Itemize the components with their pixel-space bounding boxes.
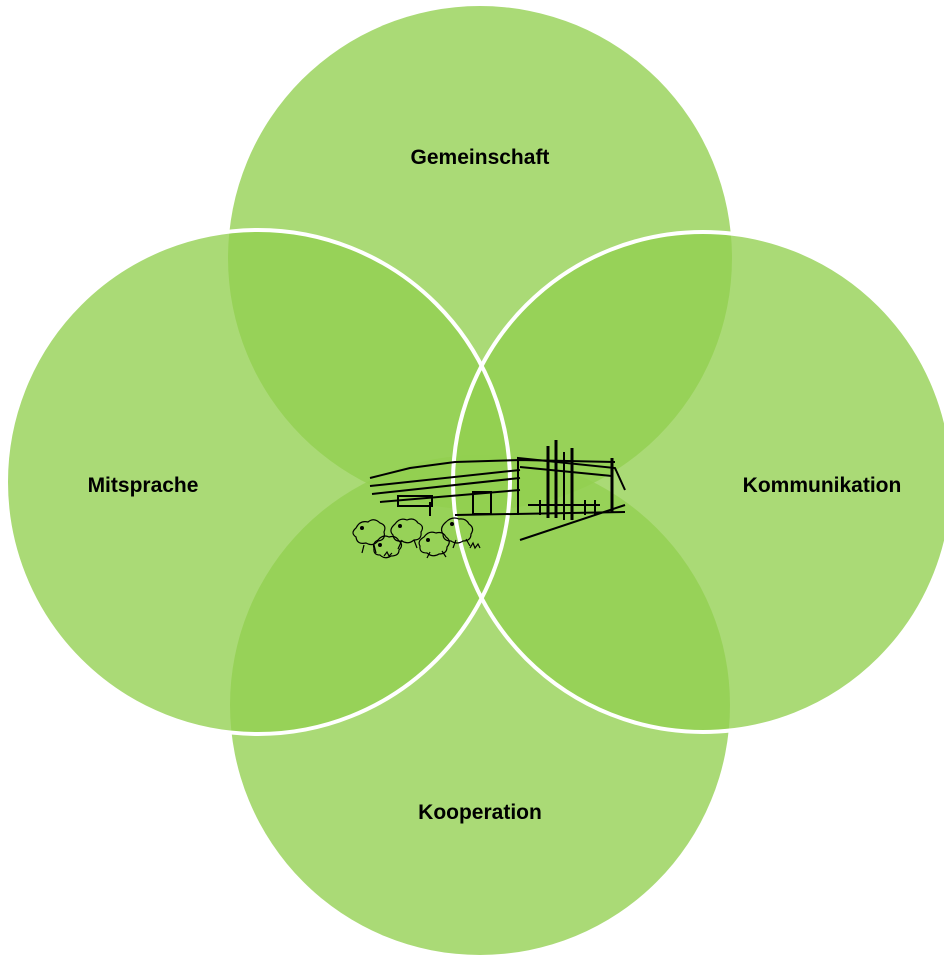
label-kommunikation: Kommunikation bbox=[743, 474, 902, 497]
outline-mitsprache bbox=[4, 228, 512, 736]
label-kooperation: Kooperation bbox=[418, 801, 542, 824]
label-gemeinschaft: Gemeinschaft bbox=[411, 146, 550, 169]
building-and-sheep-drawing bbox=[369, 440, 626, 541]
sheep-group-drawing bbox=[352, 517, 481, 559]
circle-mitsprache bbox=[6, 230, 510, 734]
label-mitsprache: Mitsprache bbox=[88, 474, 199, 497]
outline-kommunikation bbox=[451, 230, 944, 734]
